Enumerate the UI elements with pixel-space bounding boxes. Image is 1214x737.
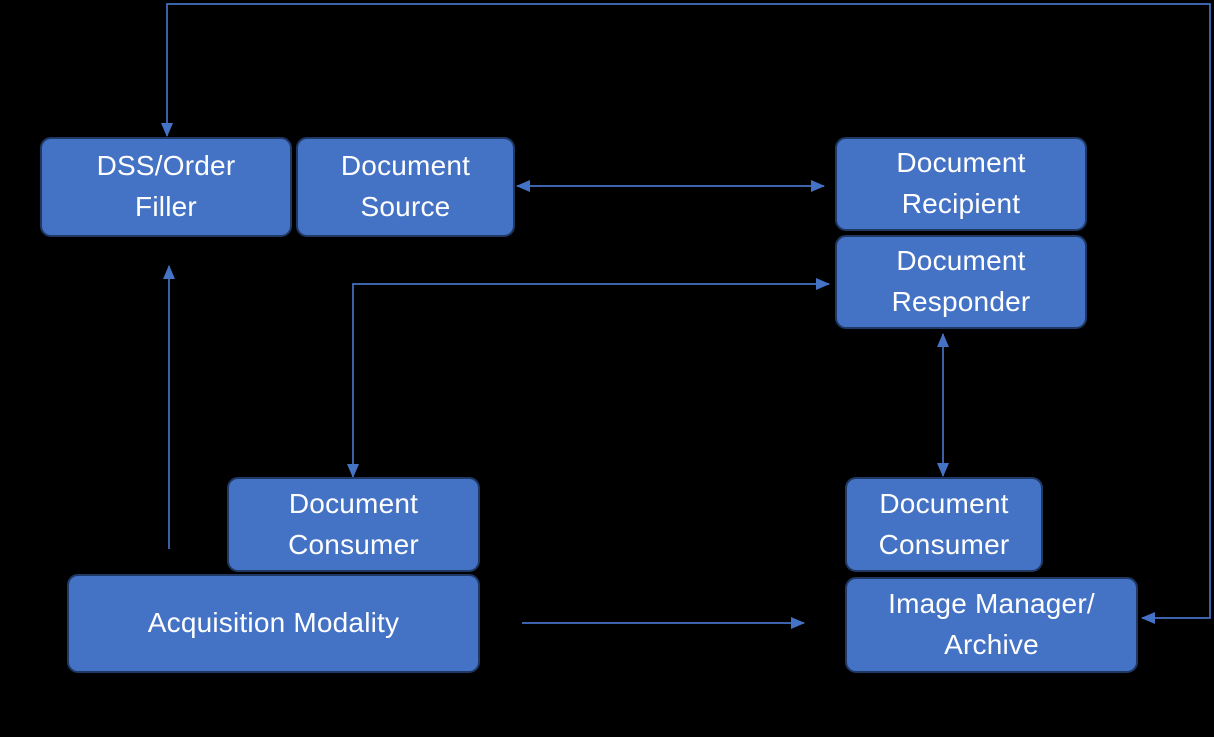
node-document-consumer-right: Document Consumer: [845, 477, 1043, 572]
node-document-responder: Document Responder: [835, 235, 1087, 329]
node-document-source: Document Source: [296, 137, 515, 237]
node-document-recipient: Document Recipient: [835, 137, 1087, 231]
node-acquisition-modality: Acquisition Modality: [67, 574, 480, 673]
node-document-consumer-left: Document Consumer: [227, 477, 480, 572]
node-image-manager-archive: Image Manager/ Archive: [845, 577, 1138, 673]
arrow-document-consumer-document-responder: [347, 278, 830, 478]
node-dss-order-filler: DSS/Order Filler: [40, 137, 292, 237]
